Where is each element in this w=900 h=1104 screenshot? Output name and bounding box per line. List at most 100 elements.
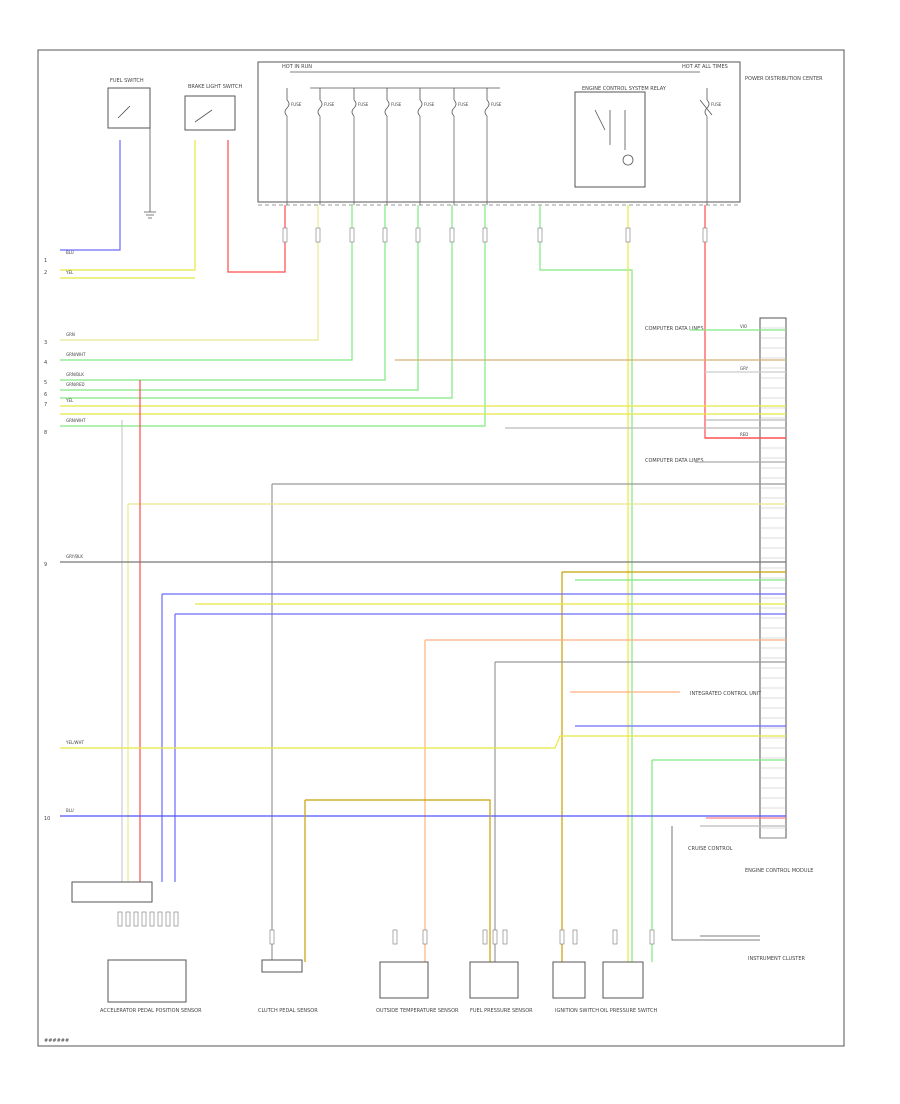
- wire-label: GRN/WHT: [66, 352, 86, 357]
- connector-mark: [125, 911, 131, 927]
- fuel-switch-contact: [117, 105, 131, 119]
- fuse-label: FUSE: [291, 102, 302, 107]
- left-number: 3: [44, 340, 47, 346]
- wire: [561, 571, 786, 962]
- connector-mark: [392, 929, 398, 945]
- connector-mark: [422, 929, 428, 945]
- left-number: 10: [44, 816, 50, 822]
- hot-at-all-times-label: HOT AT ALL TIMES: [682, 64, 728, 70]
- left-number: 4: [44, 360, 47, 366]
- instrument-cluster-outline: [671, 826, 760, 941]
- connector-mark: [559, 929, 565, 945]
- hot-in-run-label: HOT IN RUN: [282, 64, 312, 70]
- fuel-switch-label: FUEL SWITCH: [110, 78, 144, 84]
- left-number: 2: [44, 270, 47, 276]
- wire-label: GRY: [740, 366, 749, 371]
- oat-box: [379, 961, 429, 999]
- connector-mark: [482, 227, 488, 243]
- connector-mark: [269, 929, 275, 945]
- power-distribution-label: POWER DISTRIBUTION CENTER: [745, 76, 823, 82]
- apps-box: [107, 959, 187, 1003]
- wire-label: GRN/WHT: [66, 418, 86, 423]
- fuse-icon: [451, 99, 457, 117]
- diagram-frame: [37, 49, 845, 1047]
- wire: [60, 140, 121, 251]
- fuse-label: FUSE: [391, 102, 402, 107]
- wire: [304, 799, 491, 962]
- apps-connector-outline: [71, 881, 153, 903]
- wire-label: GRN: [66, 332, 75, 337]
- connector-mark: [157, 911, 163, 927]
- fuse-label: FUSE: [324, 102, 335, 107]
- fuse-label: FUSE: [458, 102, 469, 107]
- brake-switch-box: [184, 95, 236, 131]
- fuse-icon: [384, 99, 390, 117]
- left-number: 9: [44, 562, 47, 568]
- wire: [60, 735, 786, 749]
- connector-mark: [149, 911, 155, 927]
- connector-mark: [117, 911, 123, 927]
- fuel-pressure-box: [469, 961, 519, 999]
- wire-label: YEL: [65, 398, 74, 403]
- wire: [271, 483, 786, 962]
- ecm-label: ENGINE CONTROL MODULE: [745, 868, 813, 874]
- instrument-cluster-label: INSTRUMENT CLUSTER: [748, 956, 806, 962]
- wire: [651, 759, 786, 962]
- fuel-pressure-label: FUEL PRESSURE SENSOR: [470, 1008, 533, 1014]
- connector-mark: [492, 929, 498, 945]
- fuse-group: FUSE FUSE FUSE FUSE FUSE FUSE FUSE FUSE: [284, 88, 722, 205]
- wire: [60, 205, 453, 399]
- wire: [60, 205, 353, 361]
- wire: [494, 661, 786, 962]
- wire-group: BLUYELGRNGRN/WHTGRN/BLKGRN/REDYELGRN/WHT…: [60, 140, 786, 962]
- connector-mark: [702, 227, 708, 243]
- fuse-label: FUSE: [491, 102, 502, 107]
- fuse-label: FUSE: [424, 102, 435, 107]
- ecm-left-label-3: INTEGRATED CONTROL UNIT: [690, 691, 762, 697]
- relay-label: ENGINE CONTROL SYSTEM RELAY: [582, 86, 667, 92]
- oat-label: OUTSIDE TEMPERATURE SENSOR: [376, 1008, 459, 1014]
- connector-mark: [165, 911, 171, 927]
- connector-mark: [649, 929, 655, 945]
- fuse-label: FUSE: [711, 102, 722, 107]
- ecm-pins: [760, 327, 786, 839]
- left-number: 7: [44, 402, 47, 408]
- connector-mark: [572, 929, 578, 945]
- wire: [127, 503, 786, 882]
- fuse-icon: [704, 99, 710, 117]
- apps-label: ACCELERATOR PEDAL POSITION SENSOR: [100, 1008, 202, 1014]
- left-number: 1: [44, 258, 47, 264]
- fuse-icon: [351, 99, 357, 117]
- clutch-label: CLUTCH PEDAL SENSOR: [258, 1008, 318, 1014]
- wire: [60, 205, 419, 391]
- fuse-icon: [417, 99, 423, 117]
- wire: [60, 205, 486, 427]
- left-number: 5: [44, 380, 47, 386]
- oil-pressure-box: [602, 961, 644, 999]
- connector-mark: [315, 227, 321, 243]
- power-distribution-box: [257, 61, 741, 203]
- ground-icon: [144, 211, 156, 219]
- wire-label: YEL/WHT: [65, 740, 85, 745]
- connector-mark: [349, 227, 355, 243]
- wire-label: RED: [740, 432, 748, 437]
- wire-label: YEL: [65, 270, 74, 275]
- connector-mark: [449, 227, 455, 243]
- wire-label: GRN/BLK: [66, 372, 84, 377]
- connector-mark: [625, 227, 631, 243]
- relay-switch-right: [699, 99, 713, 116]
- oil-pressure-label: OIL PRESSURE SWITCH: [600, 1008, 658, 1014]
- connector-mark: [502, 929, 508, 945]
- connector-mark: [612, 929, 618, 945]
- ecm-left-label-1: COMPUTER DATA LINES: [645, 326, 704, 332]
- wire-label: BLU: [66, 808, 74, 813]
- relay-coil-icon: [622, 154, 634, 166]
- relay-contacts: [594, 109, 626, 150]
- connector-mark: [173, 911, 179, 927]
- connector-mark: [141, 911, 147, 927]
- fuse-label: FUSE: [358, 102, 369, 107]
- clutch-box: [261, 959, 303, 973]
